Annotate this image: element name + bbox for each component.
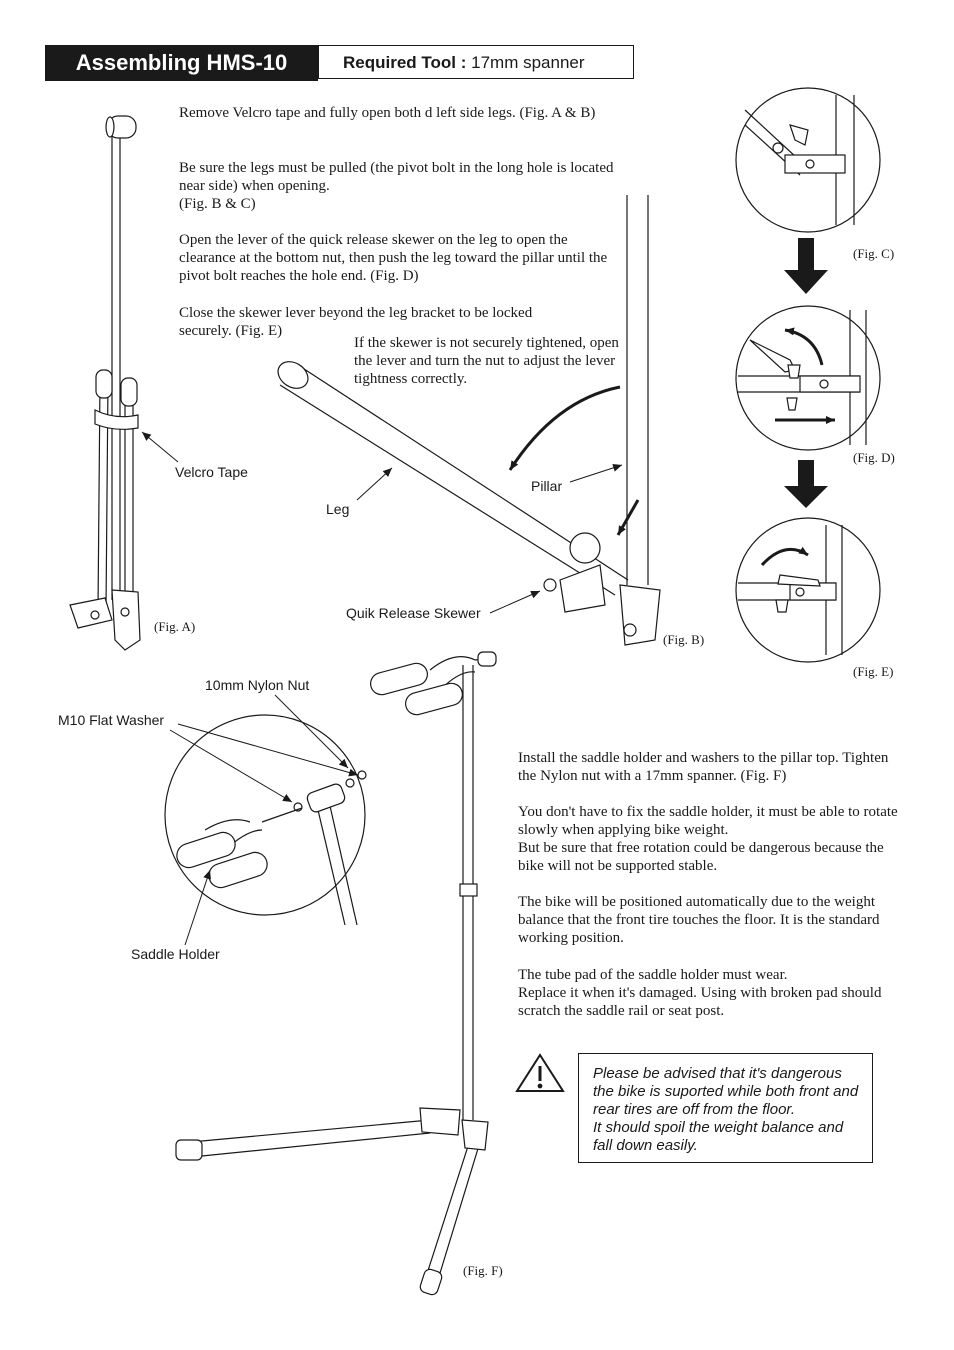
- pillar-label: Pillar: [531, 478, 563, 494]
- step-2-ref: (Fig. B & C): [179, 196, 256, 212]
- fig-d-detail: [735, 305, 881, 451]
- page-title: Assembling HMS-10: [45, 45, 318, 81]
- required-tool-box: Required Tool : 17mm spanner: [318, 45, 634, 79]
- warning-text-2: It should spoil the weight balance and f…: [593, 1119, 844, 1154]
- skewer-label: Quik Release Skewer: [346, 605, 481, 621]
- step-4: Close the skewer lever beyond the leg br…: [179, 305, 533, 339]
- leader-lines: [141, 431, 623, 946]
- step-3: Open the lever of the quick release skew…: [179, 232, 608, 284]
- step-5: Install the saddle holder and washers to…: [518, 750, 889, 784]
- step-6: You don't have to fix the saddle holder,…: [518, 804, 898, 838]
- warning-box: Please be advised that it's dangerous th…: [578, 1053, 873, 1163]
- fig-c-detail: [735, 87, 881, 233]
- leg-label: Leg: [326, 501, 350, 517]
- velcro-tape-label: Velcro Tape: [175, 464, 248, 480]
- fig-f-complete-stand: [175, 651, 497, 1296]
- fig-a-folded-stand: [69, 115, 141, 651]
- step-1: Remove Velcro tape and fully open both d…: [179, 105, 596, 121]
- fig-f-caption: (Fig. F): [463, 1263, 503, 1278]
- warning-triangle-icon: [515, 1053, 565, 1092]
- tool-value: 17mm spanner: [466, 53, 585, 72]
- fig-e-detail: [735, 517, 881, 663]
- fig-b-leg-pillar: [277, 195, 661, 646]
- fig-a-caption: (Fig. A): [154, 619, 196, 634]
- down-arrows: [784, 238, 828, 508]
- step-7: The bike will be positioned automaticall…: [518, 894, 880, 946]
- skewer-note: If the skewer is not securely tightened,…: [354, 335, 619, 387]
- step-8-replace: Replace it when it's damaged. Using with…: [518, 985, 882, 1019]
- tool-label: Required Tool :: [343, 53, 467, 72]
- nylon-nut-label: 10mm Nylon Nut: [205, 677, 310, 693]
- flat-washer-label: M10 Flat Washer: [58, 712, 165, 728]
- step-2: Be sure the legs must be pulled (the piv…: [179, 160, 614, 194]
- fig-c-caption: (Fig. C): [853, 246, 895, 261]
- fig-d-caption: (Fig. D): [853, 450, 895, 465]
- fig-b-caption: (Fig. B): [663, 632, 705, 647]
- saddle-holder-detail: [164, 714, 367, 926]
- saddle-holder-label: Saddle Holder: [131, 946, 220, 962]
- step-8: The tube pad of the saddle holder must w…: [518, 967, 788, 983]
- warning-text-1: Please be advised that it's dangerous th…: [593, 1065, 859, 1118]
- step-6-caution: But be sure that free rotation could be …: [518, 840, 884, 874]
- fig-e-caption: (Fig. E): [853, 664, 894, 679]
